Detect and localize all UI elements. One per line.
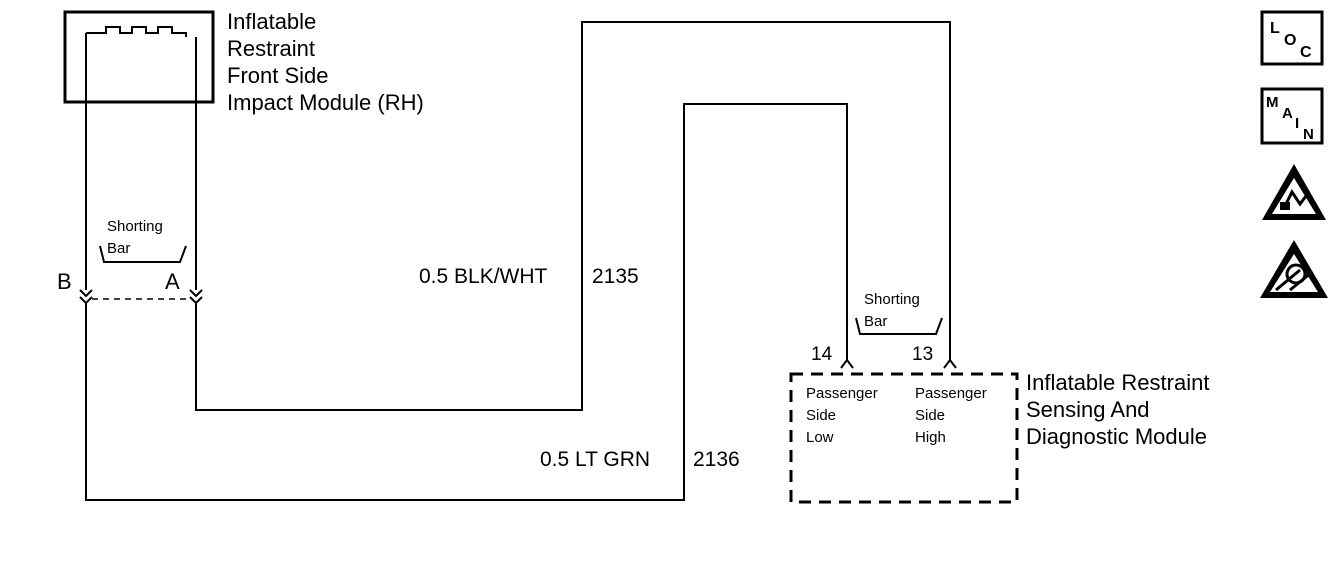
loc-icon-o: O	[1284, 32, 1296, 49]
main-icon-n: N	[1303, 126, 1314, 143]
svg-text:Passenger Side High: Passenger Side High	[915, 385, 991, 446]
module-shorting-bar-label-2: Bar	[107, 240, 130, 257]
pin-13-label: 13	[912, 344, 933, 365]
sdm-shorting-bar-label-2: Bar	[864, 313, 887, 330]
svg-text:Shorting Bar: Shorting Bar	[864, 291, 924, 330]
sdm-low-label-2: Side	[806, 407, 836, 424]
wire-2135-color: 0.5 BLK/WHT	[419, 265, 548, 288]
wire-2135-circuit: 2135	[592, 265, 639, 288]
svg-text:Shorting Bar: Shorting Bar	[107, 218, 167, 257]
main-icon-m: M	[1266, 94, 1279, 111]
svg-text:Inflatable Restraint Sensi: Inflatable Restraint Sensing And Diagnos…	[1026, 370, 1216, 449]
main-icon-a: A	[1282, 105, 1293, 122]
pin-14-label: 14	[811, 344, 833, 365]
sdm-title-3: Diagnostic Module	[1026, 424, 1207, 449]
module-shorting-bar-bracket	[99, 245, 187, 263]
connector-symbol	[85, 26, 187, 37]
wire-2136-color: 0.5 LT GRN	[540, 448, 650, 471]
sdm-shorting-bar-bracket	[855, 317, 943, 335]
sdm-shorting-bar-label-1: Shorting	[864, 291, 920, 308]
svg-text:Inflatable Restraint: Inflatable Restraint Front Side Impact M…	[227, 9, 424, 115]
sdm-title-2: Sensing And	[1026, 397, 1150, 422]
sdm-low-label-3: Low	[806, 429, 834, 446]
wire-2135	[195, 21, 951, 411]
pin-13-connector	[943, 358, 957, 369]
main-icon-i: I	[1295, 115, 1299, 132]
main-icon[interactable]: M A I N	[1260, 87, 1324, 145]
terminal-a-connector	[189, 289, 203, 305]
svg-text:Passenger Side Low: Passenger Side Low	[806, 385, 882, 446]
impact-module-title-2: Restraint	[227, 36, 315, 61]
impact-module-title-3: Front Side	[227, 63, 329, 88]
pin-14-connector	[840, 358, 854, 369]
module-shorting-bar-label-1: Shorting	[107, 218, 163, 235]
terminal-b-label: B	[57, 269, 72, 294]
sdm-high-label-2: Side	[915, 407, 945, 424]
wire-2136	[85, 103, 848, 501]
impact-module-title-1: Inflatable	[227, 9, 316, 34]
esd-sensitive-icon[interactable]	[1260, 240, 1328, 298]
sdm-title-1: Inflatable Restraint	[1026, 370, 1209, 395]
sdm-high-label-3: High	[915, 429, 946, 446]
loc-icon[interactable]: L O C	[1260, 10, 1324, 66]
impact-module-title-4: Impact Module (RH)	[227, 90, 424, 115]
wire-2136-circuit: 2136	[693, 448, 740, 471]
loc-icon-l: L	[1270, 20, 1280, 37]
terminal-b-connector	[79, 289, 93, 305]
loc-icon-c: C	[1300, 44, 1312, 61]
sdm-high-label-1: Passenger	[915, 385, 987, 402]
esd-warning-icon[interactable]	[1262, 164, 1326, 220]
impact-module: Inflatable Restraint Front Side Impact M…	[63, 9, 424, 115]
sdm-low-label-1: Passenger	[806, 385, 878, 402]
impact-module-box	[63, 10, 215, 104]
sdm-box	[789, 372, 1019, 504]
terminal-a-label: A	[165, 269, 180, 294]
